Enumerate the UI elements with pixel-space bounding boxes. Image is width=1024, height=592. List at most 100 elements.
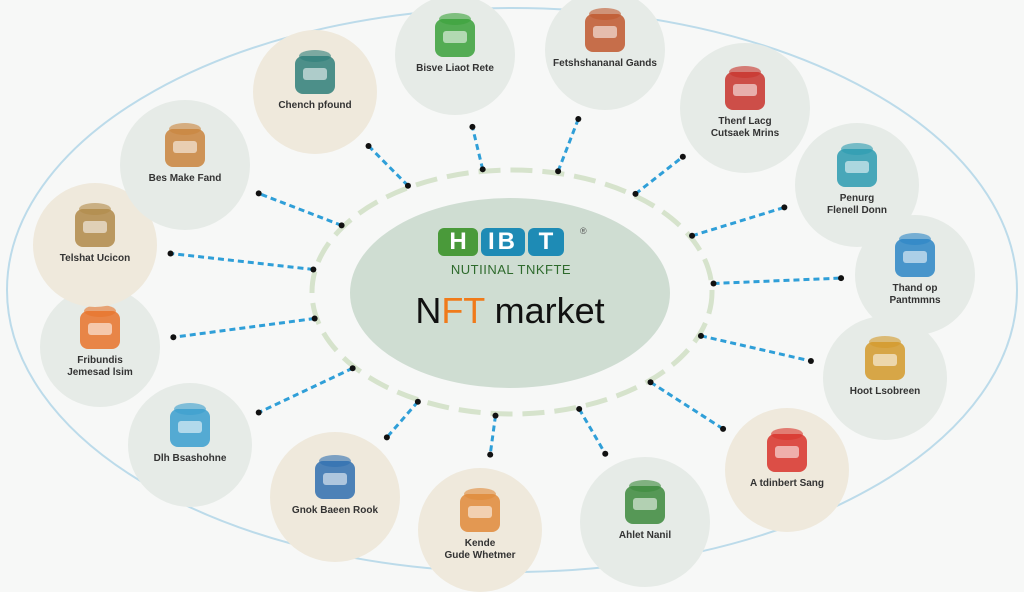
category-node[interactable]: Kende Gude Whetmer xyxy=(418,468,542,592)
logo-letter: H xyxy=(438,228,478,256)
connector-dot xyxy=(255,409,262,416)
tomato-heart-icon xyxy=(767,428,807,472)
tree-icon xyxy=(435,13,475,57)
connector-dot xyxy=(311,315,318,322)
connector-dot xyxy=(167,250,174,257)
logo-letter: T xyxy=(528,228,564,256)
node-label: Fribundis Jemesad lsim xyxy=(67,355,133,378)
bottles-icon xyxy=(170,403,210,447)
node-label: Fetshshananal Gands xyxy=(553,58,657,69)
title-accent: FT xyxy=(441,290,485,331)
category-node[interactable]: Fribundis Jemesad lsim xyxy=(40,287,160,407)
connector-line xyxy=(577,408,607,455)
stall-icon xyxy=(895,233,935,277)
category-node[interactable]: A tdinbert Sang xyxy=(725,408,849,532)
connector-dot xyxy=(487,451,494,458)
category-node[interactable]: Bisve Liaot Rete xyxy=(395,0,515,115)
category-node[interactable]: Thenf Lacg Cutsaek Mrins xyxy=(680,43,810,173)
node-label: A tdinbert Sang xyxy=(749,478,825,489)
jar-icon xyxy=(725,66,765,110)
connector-line xyxy=(649,380,724,431)
connector-dot xyxy=(632,190,639,197)
connector-dot xyxy=(255,190,262,197)
registered-mark: ® xyxy=(580,226,587,236)
connector-dot xyxy=(647,379,654,386)
category-node[interactable]: Chench pfound xyxy=(253,30,377,154)
node-label: Kende Gude Whetmer xyxy=(444,538,516,561)
category-node[interactable]: Dlh Bsashohne xyxy=(128,383,252,507)
node-label: Penurg Flenell Donn xyxy=(827,193,887,216)
connector-dot xyxy=(310,266,317,273)
node-label: Chench pfound xyxy=(278,100,352,111)
node-label: Gnok Baeen Rook xyxy=(291,505,379,516)
node-label: Dlh Bsashohne xyxy=(153,453,227,464)
title-rest: market xyxy=(484,290,605,331)
connector-line xyxy=(634,155,684,196)
bag-icon xyxy=(75,203,115,247)
connector-dot xyxy=(710,280,717,287)
hibt-logo: H IB T xyxy=(438,228,564,256)
category-node[interactable]: Ahlet Nanil xyxy=(580,457,710,587)
connector-dot xyxy=(689,232,696,239)
connector-dot xyxy=(555,168,562,175)
category-node[interactable]: Bes Make Fand xyxy=(120,100,250,230)
node-label: Hoot Lsobreen xyxy=(849,386,921,397)
hub-title: NFT market xyxy=(360,290,660,332)
landscape-icon xyxy=(315,455,355,499)
hub-subtitle: NUTIINAL TNKFTE xyxy=(450,262,572,277)
connector-dot xyxy=(404,182,411,189)
category-node[interactable]: Telshat Ucicon xyxy=(33,183,157,307)
bottle-icon xyxy=(295,50,335,94)
connector-dot xyxy=(720,425,727,432)
connector-dot xyxy=(807,358,814,365)
category-node[interactable]: Gnok Baeen Rook xyxy=(270,432,400,562)
connector-dot xyxy=(383,434,390,441)
container-icon xyxy=(837,143,877,187)
connector-dot xyxy=(838,275,845,282)
connector-line xyxy=(470,126,485,170)
connector-line xyxy=(385,400,419,439)
connector-dot xyxy=(679,153,686,160)
basket-icon xyxy=(585,8,625,52)
connector-dot xyxy=(781,204,788,211)
connector-dot xyxy=(697,332,704,339)
node-label: Ahlet Nanil xyxy=(618,530,672,541)
connector-dot xyxy=(602,450,609,457)
node-label: Thenf Lacg Cutsaek Mrins xyxy=(710,116,780,139)
connector-dot xyxy=(492,412,499,419)
title-n: N xyxy=(415,290,442,331)
ginger-icon xyxy=(165,123,205,167)
connector-line xyxy=(488,415,497,455)
temple-icon xyxy=(625,480,665,524)
category-node[interactable]: Hoot Lsobreen xyxy=(823,316,947,440)
connector-line xyxy=(170,251,314,271)
hub-ring xyxy=(309,167,715,417)
connector-dot xyxy=(338,222,345,229)
connector-line xyxy=(258,366,354,414)
node-label: Telshat Ucicon xyxy=(59,253,131,264)
connector-dot xyxy=(414,398,421,405)
connector-dot xyxy=(576,405,583,412)
pineapple-icon xyxy=(80,305,120,349)
connector-dot xyxy=(365,142,372,149)
category-node[interactable]: Penurg Flenell Donn xyxy=(795,123,919,247)
connector-dot xyxy=(349,365,356,372)
connector-dot xyxy=(479,166,486,173)
node-label: Thand op Pantmmns xyxy=(889,283,941,306)
connector-line xyxy=(173,317,315,339)
connector-line xyxy=(258,192,343,227)
connector-line xyxy=(556,118,580,172)
node-label: Bes Make Fand xyxy=(148,173,222,184)
connector-line xyxy=(700,334,812,363)
bowl-icon xyxy=(865,336,905,380)
connector-dot xyxy=(170,334,177,341)
logo-letter: IB xyxy=(481,228,525,256)
child-icon xyxy=(460,488,500,532)
connector-line xyxy=(691,205,785,238)
connector-dot xyxy=(469,123,476,130)
connector-line xyxy=(713,276,842,285)
category-node[interactable]: Thand op Pantmmns xyxy=(855,215,975,335)
category-node[interactable]: Fetshshananal Gands xyxy=(545,0,665,110)
node-label: Bisve Liaot Rete xyxy=(416,63,494,74)
connector-dot xyxy=(575,116,582,123)
